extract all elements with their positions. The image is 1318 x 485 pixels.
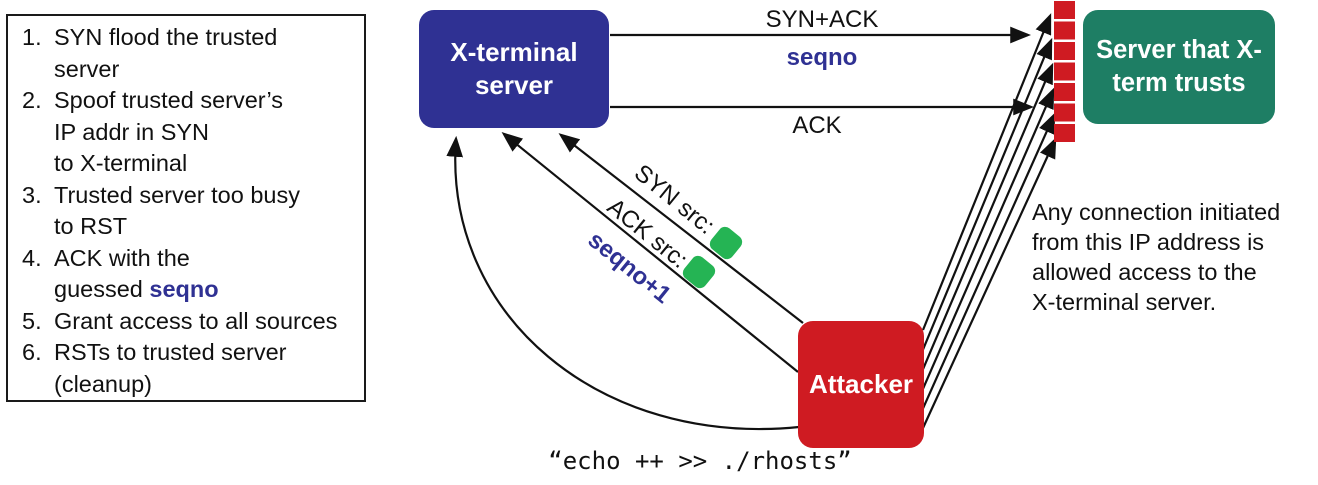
step-line: to RST (54, 211, 356, 243)
rsh-connection-arc-arrow (446, 135, 800, 431)
syn-flood-arrow (921, 13, 1052, 331)
step-text: SYN flood the trusted server (54, 22, 356, 85)
node-label-line: Server that X- (1096, 36, 1262, 64)
syn-ack-arrow-label: SYN+ACK (765, 6, 879, 33)
attacker-node: Attacker (798, 321, 924, 448)
step-text: Spoof trusted server’s IP addr in SYN to X… (54, 85, 356, 180)
step-segment: RSTs to trusted server (54, 339, 287, 365)
step-item: 5. Grant access to all sources (22, 306, 356, 338)
access-note-line: allowed access to the (1032, 259, 1257, 285)
spoofed-ack-arrow (501, 132, 799, 373)
half-open-connection-square (1054, 1, 1075, 19)
step-segment: Grant access to all sources (54, 307, 338, 334)
step-segment: IP addr in SYN (54, 118, 210, 145)
step-line: ACK with the (54, 243, 356, 275)
step-text: Grant access to all sources (54, 306, 356, 338)
step-item: 4. ACK with the guessed seqno (22, 243, 356, 306)
half-open-connection-square (1054, 42, 1075, 60)
spoofed-source-green-square-syn (709, 226, 743, 260)
step-number: 6. (22, 339, 42, 365)
half-open-connection-squares (1054, 1, 1075, 142)
node-label-line: server (474, 70, 554, 100)
node-label-line: term trusts (1112, 69, 1246, 97)
half-open-connection-square (1054, 62, 1075, 81)
seqno-label: seqno (786, 44, 858, 71)
x-terminal-server-node: X-terminal server (419, 10, 609, 128)
seqno-emphasis: seqno (149, 276, 219, 302)
spoofed-source-green-square-ack (682, 255, 716, 289)
step-segment: Trusted server too busy (54, 181, 300, 208)
step-line: Trusted server too busy (54, 180, 356, 212)
step-segment: guessed (54, 276, 150, 302)
step-line: SYN flood the trusted (54, 22, 356, 54)
step-item: 6. RSTs to trusted server (cleanup) (22, 337, 356, 400)
step-item: 1. SYN flood the trusted server (22, 22, 356, 85)
ack-arrow-label: ACK (792, 112, 842, 139)
access-note-line: X-terminal server. (1032, 289, 1217, 315)
step-text: ACK with the guessed seqno (54, 243, 356, 306)
syn-flood-arrows (921, 13, 1057, 429)
step-item: 2. Spoof trusted server’s IP addr in SYN to… (22, 85, 356, 180)
step-line: Spoof trusted server’s (54, 85, 356, 117)
half-open-connection-square (1054, 83, 1075, 101)
access-note-line: Any connection initiated (1032, 199, 1281, 225)
node-label-line: Attacker (808, 369, 914, 399)
step-number: 4. (22, 244, 42, 271)
node-label-line: X-terminal (450, 37, 578, 67)
step-number: 3. (22, 181, 42, 208)
step-number: 1. (22, 24, 42, 50)
step-number: 5. (22, 307, 42, 334)
step-line: Grant access to all sources (54, 306, 356, 338)
step-line: guessed seqno (54, 274, 356, 306)
step-line: server (54, 54, 356, 86)
step-segment: SYN flood the trusted (54, 24, 278, 50)
syn-flood-arrow (921, 62, 1054, 370)
spoofed-syn-arrow (558, 133, 804, 324)
step-text: Trusted server too busy to RST (54, 180, 356, 243)
step-item: 3. Trusted server too busy to RST (22, 180, 356, 243)
syn-flood-arrow (922, 137, 1057, 429)
half-open-connection-square (1054, 124, 1075, 142)
access-note-line: from this IP address is (1032, 229, 1265, 255)
trusted-server-node: Server that X- term trusts (1083, 10, 1275, 124)
step-segment: to RST (54, 213, 128, 239)
step-line: IP addr in SYN (54, 117, 356, 149)
syn-flood-arrow (921, 37, 1053, 351)
syn-flood-arrow (921, 112, 1056, 409)
step-segment: (cleanup) (54, 370, 152, 397)
access-note: Any connection initiated from this IP ad… (1032, 197, 1280, 317)
rhosts-command: “echo ++ >> ./rhosts” (548, 447, 852, 475)
step-line: (cleanup) (54, 369, 356, 401)
step-segment: ACK with the (54, 244, 190, 271)
half-open-connection-square (1054, 103, 1075, 122)
step-text: RSTs to trusted server (cleanup) (54, 337, 356, 400)
step-segment: to X-terminal (54, 150, 188, 176)
step-segment: server (54, 55, 120, 82)
step-line: to X-terminal (54, 148, 356, 180)
step-line: RSTs to trusted server (54, 337, 356, 369)
syn-flood-arrow (921, 87, 1055, 390)
step-segment: Spoof trusted server’s (54, 87, 284, 113)
step-number: 2. (22, 87, 42, 113)
attack-steps-panel: 1. SYN flood the trusted server 2. Spoof tru… (6, 14, 366, 402)
half-open-connection-square (1054, 21, 1075, 40)
